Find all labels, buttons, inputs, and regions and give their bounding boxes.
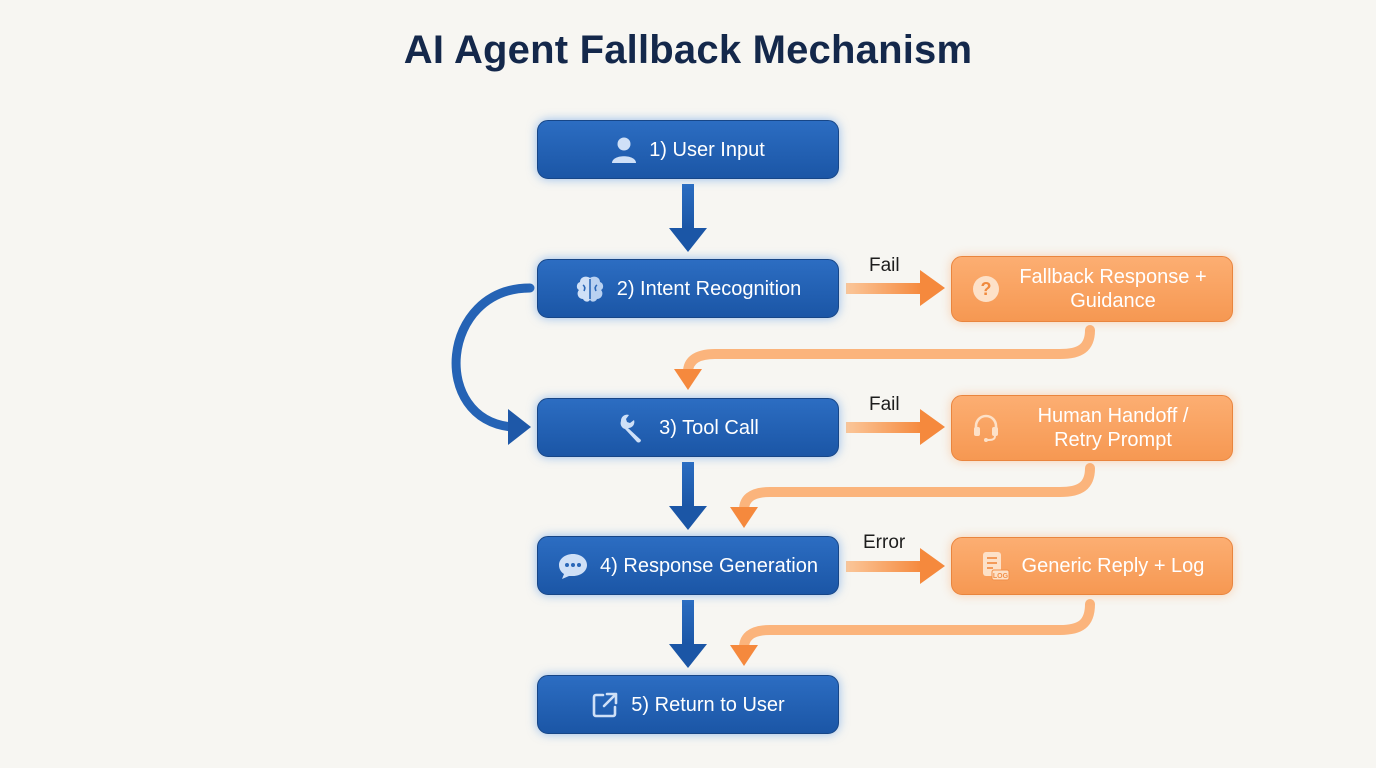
step-label: 1) User Input xyxy=(649,138,765,161)
fallback-label: Fallback Response + Guidance xyxy=(1019,266,1207,312)
chat-bubble-icon xyxy=(558,552,588,580)
log-icon: LOG xyxy=(980,550,1010,582)
svg-text:?: ? xyxy=(981,279,992,299)
arrow-step3-to-step4 xyxy=(669,462,707,530)
headset-icon xyxy=(971,413,1001,443)
step-return-to-user: 5) Return to User xyxy=(537,675,839,734)
arrow-fallback-2-return xyxy=(730,463,1095,528)
step-label: 5) Return to User xyxy=(631,693,785,716)
arrow-fallback-1-return xyxy=(674,325,1095,390)
svg-text:LOG: LOG xyxy=(992,573,1008,580)
question-icon: ? xyxy=(971,274,1001,304)
wrench-icon xyxy=(617,413,647,443)
arrow-step1-to-step2 xyxy=(669,184,707,252)
step-response-generation: 4) Response Generation xyxy=(537,536,839,595)
page-title: AI Agent Fallback Mechanism xyxy=(403,28,973,72)
step-intent-recognition: 2) Intent Recognition xyxy=(537,259,839,318)
edge-label-fail-1: Fail xyxy=(869,255,900,276)
edge-label-fail-2: Fail xyxy=(869,394,900,415)
fallback-label: Generic Reply + Log xyxy=(1021,555,1205,577)
arrow-fallback-3-return xyxy=(730,599,1095,666)
arrow-fail-to-fallback-1 xyxy=(846,270,945,306)
step-label: 3) Tool Call xyxy=(659,416,759,439)
step-label: 2) Intent Recognition xyxy=(616,277,802,300)
edge-label-error: Error xyxy=(863,532,906,553)
fallback-response-guidance: ? Fallback Response + Guidance xyxy=(951,256,1233,322)
arrow-fail-to-fallback-2 xyxy=(846,409,945,445)
fallback-label: Human Handoff / Retry Prompt xyxy=(1037,405,1189,451)
step-label: 4) Response Generation xyxy=(600,554,818,577)
user-icon xyxy=(611,136,637,164)
fallback-human-handoff: Human Handoff / Retry Prompt xyxy=(951,395,1233,461)
arrow-step4-to-step5 xyxy=(669,600,707,668)
external-link-icon xyxy=(591,691,619,719)
fallback-generic-reply-log: LOG Generic Reply + Log xyxy=(951,537,1233,595)
step-user-input: 1) User Input xyxy=(537,120,839,179)
arrow-error-to-fallback-3 xyxy=(846,548,945,584)
brain-icon xyxy=(575,275,605,303)
step-tool-call: 3) Tool Call xyxy=(537,398,839,457)
arrow-intent-to-tool-call xyxy=(451,283,535,445)
